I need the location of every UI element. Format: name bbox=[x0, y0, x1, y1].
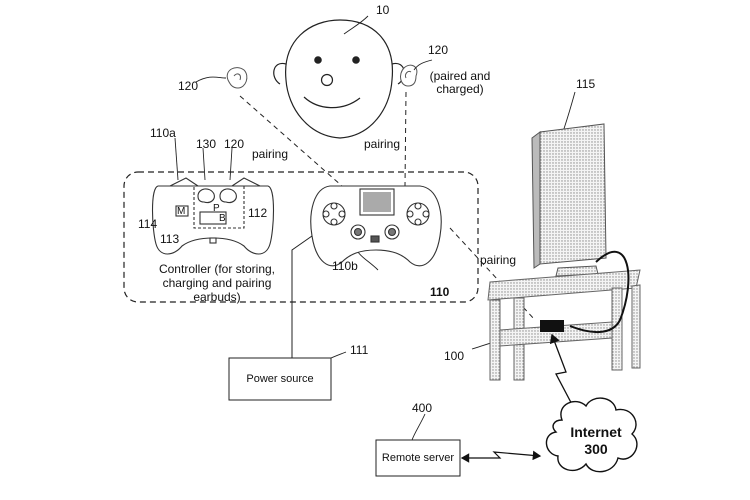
controller-b bbox=[310, 185, 442, 267]
dongle-reference-label: 100 bbox=[444, 349, 465, 363]
remote-server-box bbox=[375, 439, 461, 477]
earbud-left bbox=[226, 67, 248, 89]
module-b-letter: B bbox=[219, 213, 226, 224]
earbud-status-note: (paired and charged) bbox=[429, 69, 491, 96]
module-m-reference-label: 114 bbox=[138, 217, 158, 231]
head-reference-label: 10 bbox=[376, 3, 390, 17]
dock-earbud-reference-label: 120 bbox=[224, 137, 245, 151]
pairing-label-right: pairing bbox=[364, 137, 401, 151]
power-wire bbox=[291, 235, 313, 358]
controller-group-border bbox=[123, 171, 479, 303]
power-source-box-label: Power source bbox=[246, 373, 314, 385]
server-reference-label: 400 bbox=[412, 401, 433, 415]
module-p-letter: P bbox=[213, 203, 220, 214]
tv-stand bbox=[487, 269, 641, 381]
pairing-label-tv: pairing bbox=[480, 253, 517, 267]
tv-reference-label: 115 bbox=[576, 77, 596, 91]
earbud-right-reference-label: 120 bbox=[428, 43, 449, 57]
dongle-internet-link bbox=[549, 333, 577, 414]
internet-label: Internet 300 bbox=[570, 424, 622, 457]
module-reference-label: 112 bbox=[248, 206, 268, 220]
controller-b-reference-label: 110b bbox=[332, 259, 358, 273]
earbud-right bbox=[400, 64, 418, 87]
dongle bbox=[540, 320, 564, 332]
power-source-reference-label: 111 bbox=[350, 343, 369, 357]
television bbox=[531, 123, 607, 277]
power-source-box bbox=[228, 357, 332, 401]
user-head bbox=[273, 19, 405, 139]
module-m-letter: M bbox=[177, 206, 186, 217]
pairing-lines bbox=[239, 91, 536, 321]
server-internet-link bbox=[460, 450, 542, 463]
earbud-left-reference-label: 120 bbox=[178, 79, 199, 93]
remote-server-box-label: Remote server bbox=[381, 452, 455, 464]
controller-a-reference-label: 110a bbox=[150, 126, 176, 140]
controller-a bbox=[152, 177, 274, 255]
controller-group-reference-label: 110 bbox=[430, 285, 450, 299]
module-sub-reference-label: 113 bbox=[160, 232, 180, 246]
internet-cloud bbox=[545, 397, 638, 473]
controller-caption: Controller (for storing, charging and pa… bbox=[158, 262, 276, 304]
dock-reference-label: 130 bbox=[196, 137, 217, 151]
pairing-label-left: pairing bbox=[252, 147, 289, 161]
tv-cable bbox=[569, 250, 630, 333]
